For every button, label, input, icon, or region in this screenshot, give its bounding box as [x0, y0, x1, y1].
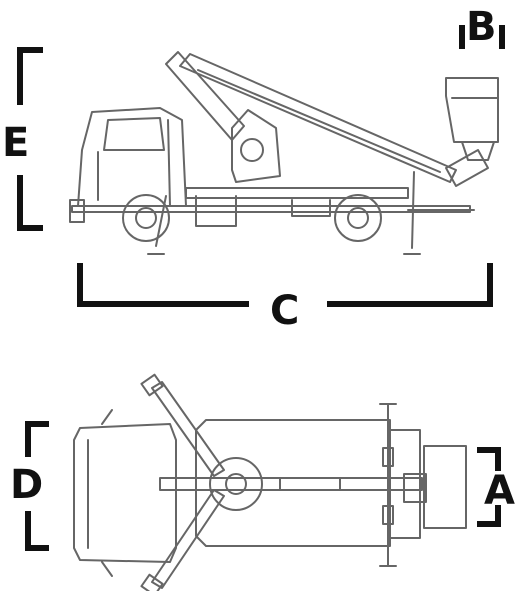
top-turret-center: [225, 473, 247, 495]
top-front-pad-upper: [140, 373, 164, 397]
side-basket: [445, 77, 499, 143]
side-bumper: [69, 199, 85, 223]
label-a: A: [484, 468, 515, 514]
label-e: E: [2, 120, 29, 166]
bracket-d: [25, 421, 49, 551]
side-deck: [185, 187, 409, 199]
label-d: D: [10, 462, 43, 508]
side-cab-window: [103, 117, 165, 151]
side-view: [69, 51, 499, 255]
side-dimensions: [17, 25, 505, 307]
side-upper-boom: [179, 53, 457, 183]
top-mirror-left: [101, 409, 113, 425]
side-front-hub: [135, 207, 157, 229]
side-lower-boom: [165, 51, 245, 141]
side-rear-outrigger: [403, 171, 421, 255]
top-view: [73, 373, 467, 591]
label-c: C: [270, 288, 299, 334]
side-turret: [231, 109, 281, 183]
top-rear-pad-top: [382, 447, 394, 467]
side-chassis: [71, 205, 471, 213]
bracket-b: [459, 25, 505, 49]
top-rear-pad-bottom: [382, 505, 394, 525]
top-turret: [209, 457, 263, 511]
label-b: B: [466, 4, 497, 50]
top-mirror-right: [101, 561, 113, 577]
side-cab-pillar: [167, 119, 171, 207]
side-front-wheel: [122, 194, 170, 242]
top-front-outrigger-upper: [151, 381, 225, 477]
top-basket: [423, 445, 467, 529]
bracket-e: [17, 47, 43, 231]
side-toolbox: [195, 195, 237, 227]
top-front-outrigger-lower: [151, 489, 225, 589]
side-basket-bracket: [461, 141, 495, 161]
top-rear-outrigger: [379, 403, 397, 567]
bracket-a: [477, 447, 501, 527]
side-rear-box: [291, 199, 331, 217]
top-cab: [73, 423, 177, 563]
top-dimensions: [25, 421, 501, 551]
top-basket-mount: [403, 473, 427, 503]
side-turret-pivot: [240, 138, 264, 162]
top-boom: [159, 477, 423, 491]
side-rear-wheel: [334, 194, 382, 242]
bracket-c: [77, 263, 493, 307]
side-front-outrigger: [147, 195, 167, 255]
side-upper-boom-inner: [197, 69, 441, 173]
top-rear-cross: [389, 429, 421, 539]
side-rear-hub: [347, 207, 369, 229]
